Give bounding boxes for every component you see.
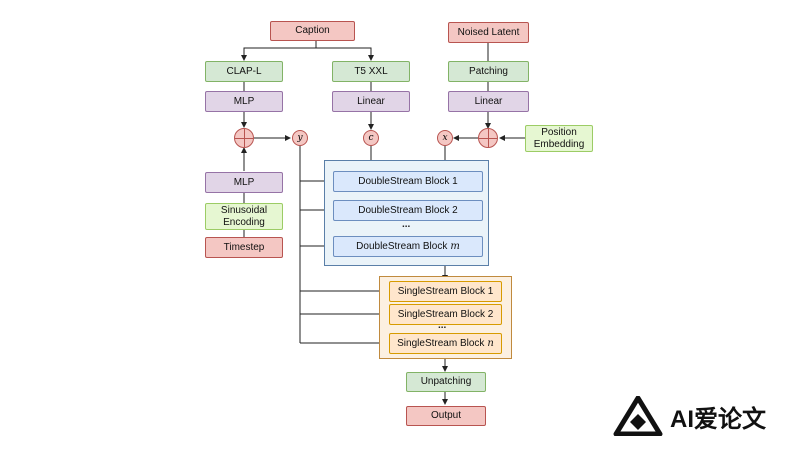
sinusoidal-encoding-node: Sinusoidal Encoding	[205, 203, 283, 230]
patching-node: Patching	[448, 61, 529, 82]
sinusoidal-line-1: Sinusoidal	[220, 205, 268, 216]
caption-node: Caption	[270, 21, 355, 41]
single-stream-block-n-symbol: n	[487, 337, 494, 349]
position-embedding-line-1: Position	[541, 127, 577, 138]
single-stream-ellipsis: ...	[438, 320, 447, 331]
watermark-logo: AI爱论文	[612, 396, 766, 436]
position-embedding-line-2: Embedding	[533, 138, 585, 150]
output-node: Output	[406, 406, 486, 426]
clap-node: CLAP-L	[205, 61, 283, 82]
y-variable: y	[292, 130, 308, 146]
watermark-text: AI爱论文	[670, 405, 766, 433]
position-embedding-node: Position Embedding	[525, 125, 593, 152]
double-stream-block-m-label: DoubleStream Block	[356, 240, 448, 252]
double-stream-block-1: DoubleStream Block 1	[333, 171, 483, 192]
single-stream-block-2: SingleStream Block 2	[389, 304, 502, 325]
mlp-bottom-node: MLP	[205, 172, 283, 193]
c-variable: c	[363, 130, 379, 146]
linear-right-node: Linear	[448, 91, 529, 112]
t5-node: T5 XXL	[332, 61, 410, 82]
noised-latent-node: Noised Latent	[448, 22, 529, 43]
x-variable: x	[437, 130, 453, 146]
unpatching-node: Unpatching	[406, 372, 486, 392]
mlp-top-node: MLP	[205, 91, 283, 112]
add-operator-right	[478, 128, 498, 148]
watermark-icon	[613, 396, 663, 436]
double-stream-ellipsis: ...	[402, 219, 411, 230]
linear-t5-node: Linear	[332, 91, 410, 112]
double-stream-block-m-symbol: m	[450, 240, 460, 252]
single-stream-block-n-label: SingleStream Block	[397, 337, 485, 349]
timestep-node: Timestep	[205, 237, 283, 258]
sinusoidal-line-2: Encoding	[223, 216, 265, 228]
double-stream-block-2: DoubleStream Block 2	[333, 200, 483, 221]
single-stream-block-1: SingleStream Block 1	[389, 281, 502, 302]
add-operator-left	[234, 128, 254, 148]
